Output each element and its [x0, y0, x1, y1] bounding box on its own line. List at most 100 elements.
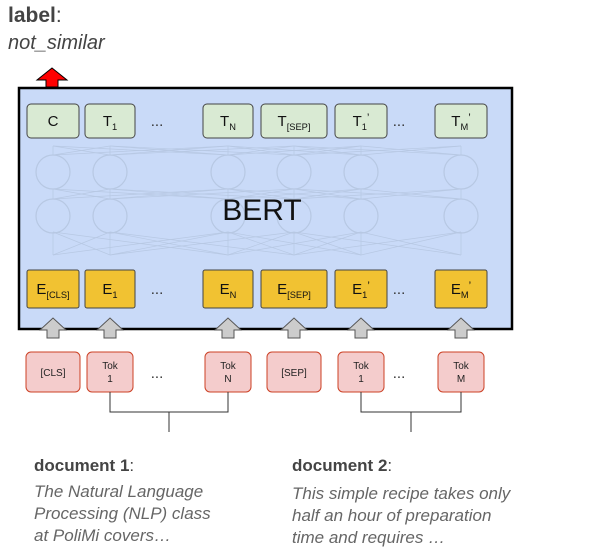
- ellipsis-label: ...: [393, 113, 406, 130]
- embedding-box: [84, 269, 136, 309]
- output-token-box: [26, 103, 80, 139]
- input-token-index: N: [224, 374, 231, 385]
- network-edge: [52, 231, 111, 256]
- network-edge: [109, 231, 295, 256]
- network-edge: [227, 145, 295, 156]
- embedding-label: E[CLS]: [36, 281, 69, 300]
- network-edge: [293, 188, 462, 200]
- label-heading: label:: [8, 4, 62, 27]
- output-token-box: [202, 103, 254, 139]
- network-edge: [227, 231, 362, 256]
- input-arrow-icon: [95, 317, 125, 339]
- input-arrow-icon: [38, 317, 68, 339]
- document-2-title: document 2:: [292, 456, 393, 475]
- network-edge: [360, 188, 462, 200]
- model-name: BERT: [222, 194, 301, 227]
- output-token-label: TN: [220, 113, 236, 132]
- embedding-row: E[CLS] E1... EN E[SEP] E1’... EM’: [26, 269, 488, 309]
- input-arrow-icon: [213, 317, 243, 339]
- output-token-label: T1: [103, 113, 117, 132]
- input-token-label: Tok: [220, 361, 237, 372]
- output-token-box: [260, 103, 328, 139]
- label-value: not_similar: [8, 32, 105, 54]
- output-arrow-icon: [35, 67, 69, 88]
- output-token-box: [334, 103, 388, 139]
- ellipsis-label: ...: [393, 365, 406, 382]
- embedding-box: [202, 269, 254, 309]
- ellipsis-label: ...: [151, 365, 164, 382]
- network-edge: [227, 188, 295, 200]
- input-arrow-icon: [446, 317, 476, 339]
- input-arrow-icon: [279, 317, 309, 339]
- document-2-line: time and requires …: [292, 528, 446, 547]
- embedding-label: E[SEP]: [277, 281, 311, 300]
- document-brackets: [109, 392, 462, 432]
- embedding-label: EN: [220, 281, 237, 300]
- embedding-box: [26, 269, 80, 309]
- label-title: label: [8, 4, 56, 27]
- input-token-box: [204, 351, 252, 393]
- network-edge: [109, 231, 229, 256]
- embedding-box: [334, 269, 388, 309]
- output-token-label: T1’: [353, 112, 370, 132]
- input-token-index: M: [457, 374, 465, 385]
- network-edge: [52, 145, 229, 156]
- document-1-line: Processing (NLP) class: [34, 504, 211, 523]
- network-edge: [227, 231, 295, 256]
- output-token-box: [434, 103, 488, 139]
- network-edge: [227, 188, 362, 200]
- document-2-line: half an hour of preparation: [292, 506, 492, 525]
- network-edge: [293, 231, 362, 256]
- embedding-label: E1’: [352, 280, 370, 300]
- network-edge: [52, 188, 111, 200]
- input-token-label: Tok: [353, 361, 370, 372]
- input-token-box: [337, 351, 385, 393]
- network-edge: [293, 145, 462, 156]
- network-layer: [35, 145, 479, 256]
- input-token-label: Tok: [453, 361, 470, 372]
- input-arrows: [38, 317, 476, 339]
- embedding-label: E1: [102, 281, 117, 300]
- input-arrow-icon: [346, 317, 376, 339]
- network-edge: [109, 145, 295, 156]
- input-token-box: [266, 351, 322, 393]
- ellipsis-label: ...: [393, 281, 406, 298]
- network-edge: [109, 188, 229, 200]
- network-edge: [52, 231, 229, 256]
- input-token-label: [CLS]: [40, 368, 65, 379]
- document-1-line: The Natural Language: [34, 482, 204, 501]
- document-1-line: at PoliMi covers…: [34, 526, 171, 545]
- input-token-index: 1: [358, 374, 364, 385]
- embedding-label: EM’: [451, 280, 471, 300]
- network-edge: [360, 231, 462, 256]
- output-token-label: T[SEP]: [278, 113, 311, 132]
- embedding-box: [434, 269, 488, 309]
- network-edge: [52, 145, 111, 156]
- document-1-title: document 1:: [34, 456, 135, 475]
- network-edge: [227, 145, 362, 156]
- document-2-line: This simple recipe takes only: [292, 484, 511, 503]
- input-token-box: [86, 351, 134, 393]
- network-edge: [109, 188, 295, 200]
- network-edge: [293, 145, 362, 156]
- ellipsis-label: ...: [151, 113, 164, 130]
- embedding-box: [260, 269, 328, 309]
- document-bracket: [109, 392, 229, 432]
- output-token-box: [84, 103, 136, 139]
- document-1-text: The Natural Language Processing (NLP) cl…: [34, 481, 274, 547]
- input-token-box: [437, 351, 485, 393]
- input-token-label: Tok: [102, 361, 119, 372]
- document-2-text: This simple recipe takes only half an ho…: [292, 483, 582, 549]
- ellipsis-label: ...: [151, 281, 164, 298]
- network-edge: [109, 145, 229, 156]
- input-token-index: 1: [107, 374, 113, 385]
- network-edge: [293, 231, 462, 256]
- input-token-box: [25, 351, 81, 393]
- document-bracket: [360, 392, 462, 432]
- output-token-label: TM’: [451, 112, 470, 132]
- network-edge: [52, 188, 229, 200]
- network-edge: [293, 188, 362, 200]
